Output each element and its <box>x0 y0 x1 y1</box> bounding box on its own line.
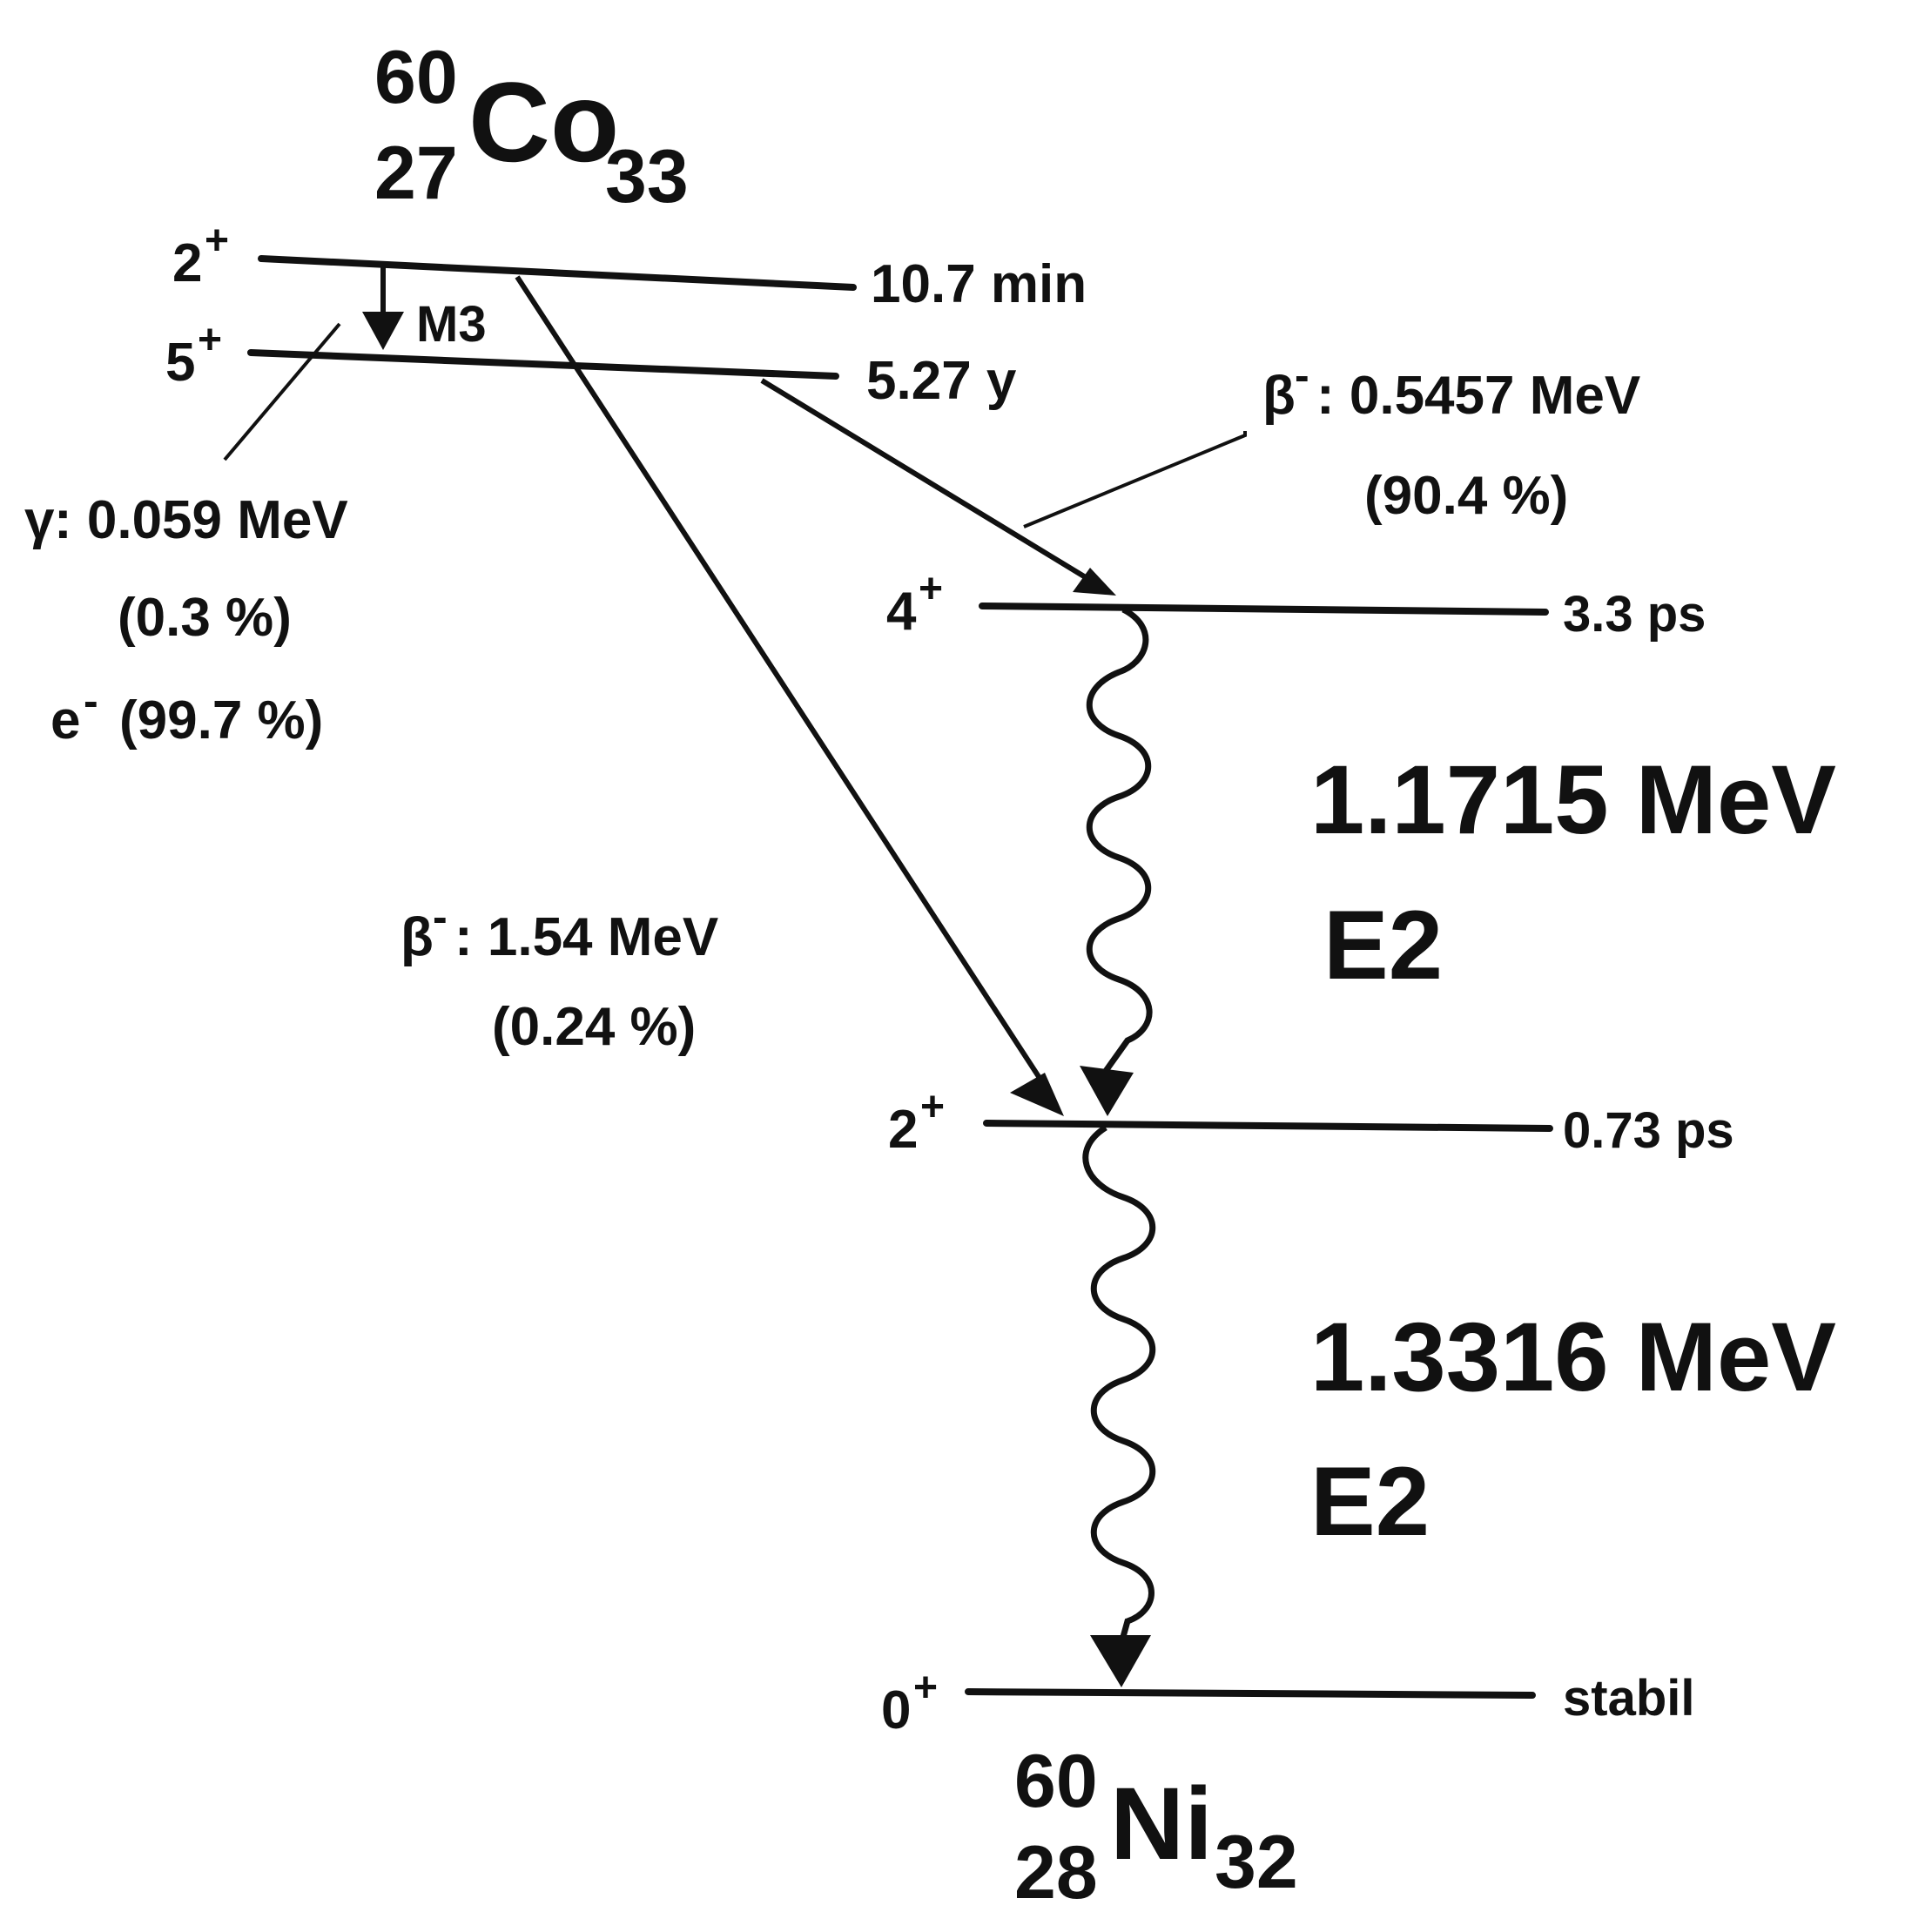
level-ni60-4plus-parity: + <box>919 566 943 612</box>
level-ni60-2plus-spin: 2 <box>888 1100 918 1160</box>
gamma-low-fraction: (0.3 %) <box>118 588 292 648</box>
level-ni60-0plus-state: stabil <box>1563 1670 1695 1727</box>
level-ni60-4plus-spin: 4 <box>886 582 917 642</box>
level-ni60-0plus <box>965 1688 1536 1699</box>
beta-minor-arrow <box>515 275 1052 1094</box>
beta-minor-energy: : 1.54 MeV <box>454 907 718 967</box>
level-co60-5plus <box>247 349 839 380</box>
parent-neutron-number: 33 <box>605 135 689 219</box>
daughter-element-symbol: Ni <box>1110 1767 1213 1882</box>
beta-main-arrowhead <box>1073 568 1116 596</box>
parent-nucleus-label: 60 27 Co 33 <box>374 36 689 219</box>
daughter-mass-number: 60 <box>1014 1740 1098 1823</box>
beta-minor-fraction: (0.24 %) <box>492 997 696 1057</box>
electron-charge: - <box>84 677 98 725</box>
gamma-1-wavy-arrow <box>1086 606 1153 1074</box>
gamma-low-leader-line <box>223 322 341 461</box>
level-co60-2plus-parity: + <box>205 218 229 264</box>
daughter-atomic-number: 28 <box>1014 1831 1098 1912</box>
level-co60-5plus-spin: 5 <box>165 333 195 393</box>
level-ni60-0plus-parity: + <box>913 1665 938 1711</box>
beta-main-fraction: (90.4 %) <box>1364 466 1568 526</box>
level-co60-2plus-halflife: 10.7 min <box>871 254 1087 314</box>
beta-main-arrow <box>760 378 1090 582</box>
gamma-2-wavy-arrow <box>1082 1125 1156 1638</box>
level-co60-2plus <box>258 255 857 291</box>
daughter-neutron-number: 32 <box>1215 1821 1298 1904</box>
level-ni60-0plus-spin: 0 <box>881 1680 911 1740</box>
parent-atomic-number: 27 <box>374 131 458 215</box>
beta-main-energy: : 0.5457 MeV <box>1316 366 1640 426</box>
gamma-1-multipolarity: E2 <box>1323 891 1443 1000</box>
electron-fraction: (99.7 %) <box>119 690 323 751</box>
beta-main-charge: - <box>1295 351 1309 400</box>
gamma-low-symbol: γ <box>24 490 55 550</box>
gamma-1-arrowhead <box>1080 1066 1134 1116</box>
level-co60-5plus-parity: + <box>198 317 222 363</box>
gamma-2-arrowhead <box>1090 1635 1151 1687</box>
level-co60-2plus-spin: 2 <box>172 233 202 293</box>
gamma-low-energy: : 0.059 MeV <box>54 490 348 550</box>
daughter-nucleus-label: 60 28 Ni 32 <box>1014 1740 1298 1912</box>
beta-minor-symbol: β <box>401 907 434 967</box>
beta-minor-arrowhead <box>1010 1073 1064 1116</box>
m3-arrowhead <box>362 312 404 350</box>
m3-label: M3 <box>416 296 487 353</box>
beta-main-symbol: β <box>1262 366 1296 426</box>
level-ni60-4plus-halflife: 3.3 ps <box>1563 586 1706 643</box>
level-ni60-2plus-halflife: 0.73 ps <box>1563 1102 1734 1159</box>
level-ni60-2plus <box>983 1120 1553 1132</box>
level-ni60-4plus <box>979 603 1549 616</box>
beta-main-leader-line <box>1023 431 1247 528</box>
parent-element-symbol: Co <box>468 58 619 185</box>
beta-minor-charge: - <box>433 892 448 941</box>
gamma-2-multipolarity: E2 <box>1310 1447 1430 1556</box>
electron-symbol: e <box>50 690 80 751</box>
level-ni60-2plus-parity: + <box>920 1084 945 1130</box>
level-co60-5plus-halflife: 5.27 y <box>866 351 1017 411</box>
parent-mass-number: 60 <box>374 36 458 119</box>
gamma-2-energy: 1.3316 MeV <box>1310 1303 1836 1411</box>
gamma-1-energy: 1.1715 MeV <box>1310 745 1836 854</box>
